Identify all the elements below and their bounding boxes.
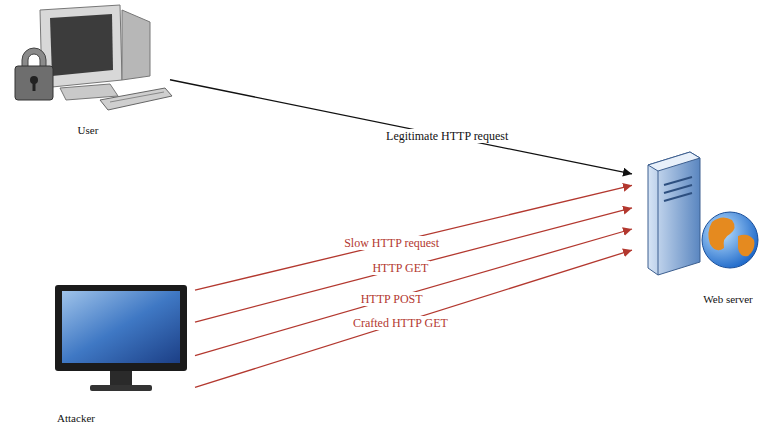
node-label: Attacker (57, 412, 95, 424)
web-server-node: Web server (632, 148, 772, 310)
attacker-node: Attacker (40, 278, 195, 430)
legitimate-request-arrow (170, 80, 632, 174)
node-label: Web server (703, 293, 753, 305)
edge-label: HTTP GET (370, 261, 430, 275)
attack-request-arrow (195, 185, 632, 290)
attack-request-arrow (195, 250, 632, 387)
edge-label: Crafted HTTP GET (351, 316, 450, 330)
attack-request-arrow (195, 229, 632, 356)
user-computer-icon (15, 5, 172, 110)
node-label: User (78, 124, 99, 136)
attacker-computer-icon (55, 285, 187, 391)
attack-request-arrow (195, 208, 632, 322)
edge-label: HTTP POST (359, 292, 425, 306)
edge-label: Legitimate HTTP request (384, 129, 510, 143)
edge-label: Slow HTTP request (342, 236, 441, 250)
user-node: User (5, 0, 170, 145)
web-server-icon (648, 152, 758, 275)
